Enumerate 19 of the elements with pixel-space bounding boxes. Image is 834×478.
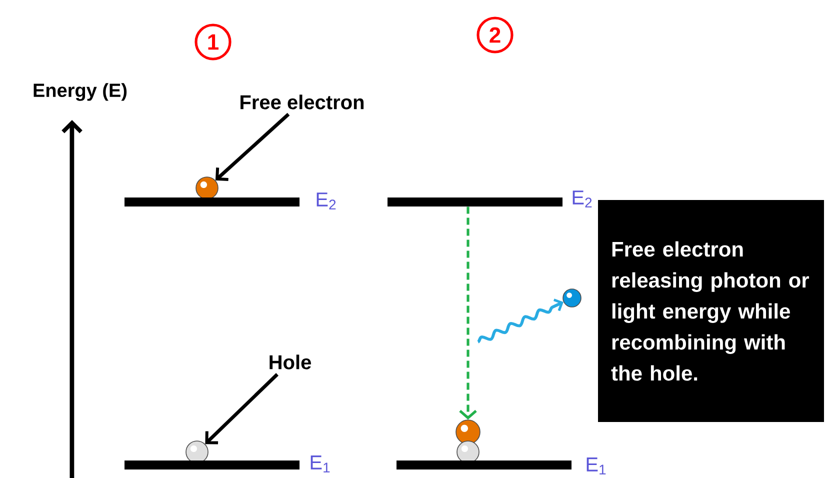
annotation-text: Free electron [240, 94, 364, 110]
energy-level-bar [124, 460, 300, 470]
level-label: E$_{2}$ [316, 192, 336, 210]
transition-arrow [459, 206, 477, 420]
electron-sphere [456, 420, 480, 444]
annotation-text: Hole [270, 354, 311, 370]
energy-level-bar [396, 460, 572, 470]
photon-wave-arrow [476, 298, 564, 344]
pointer-arrow [215, 112, 290, 181]
pointer-arrow [205, 373, 278, 444]
level-label: E$_{1}$ [586, 458, 606, 474]
circled-number: 2 [476, 16, 514, 54]
photon-sphere [562, 288, 582, 308]
axis-label: Energy (E) [34, 83, 127, 101]
energy-level-bar [388, 198, 562, 206]
description-box: Free electron releasing photon or light energy while recombining with the hole. [598, 200, 824, 422]
level-label: E$_{2}$ [572, 190, 592, 208]
circled-number: 1 [194, 24, 232, 60]
energy-level-bar [124, 198, 300, 206]
